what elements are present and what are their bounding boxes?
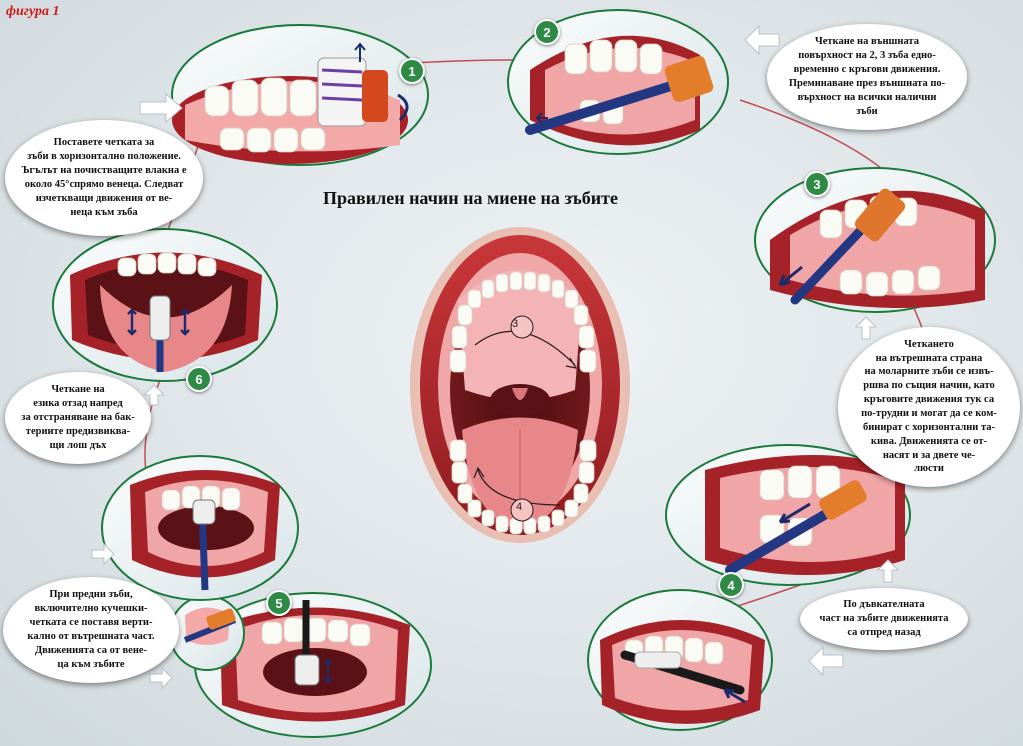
caption-line: бинират с хоризонтални та-: [862, 421, 995, 433]
step4-caption: По дъвкателната част на зъбите движеният…: [800, 588, 968, 650]
caption-line: за отстраняване на бак-: [21, 412, 135, 424]
step5b-illustration: [101, 455, 299, 601]
step1-illustration: [171, 24, 429, 166]
step-badge-6: 6: [186, 366, 212, 392]
step3-illustration: [754, 167, 996, 313]
caption-line: териите предизвиква-: [25, 425, 131, 437]
caption-line: кално от вътрешната част.: [27, 631, 155, 642]
caption-line: включително кучешки-: [34, 603, 148, 615]
caption-line: Движенията са от вене-: [34, 644, 148, 656]
caption-line: четката се поставя верти-: [29, 617, 153, 629]
caption-line: изчеткващи движения от ве-: [35, 192, 173, 204]
arrow-step5a: [91, 542, 115, 566]
caption-line: около 45°спрямо венеца. Следват: [24, 179, 184, 190]
step-badge-1: 1: [399, 58, 425, 84]
caption-line: на моларните зъби се извъ-: [864, 366, 994, 378]
caption-line: кръговите движения тук са: [863, 394, 995, 406]
caption-line: временно с кръгови движения.: [793, 64, 941, 76]
caption-line: ца към зъбите: [57, 658, 125, 670]
step3-caption: Четкането на вътрешната страна на моларн…: [838, 327, 1020, 487]
step4b-illustration: [587, 589, 773, 731]
caption-line: люсти: [914, 463, 944, 475]
caption-line: Четкане на външната: [815, 36, 919, 48]
arrow-step2: [744, 24, 780, 56]
caption-line: насят и за двете че-: [882, 449, 976, 461]
figure-label: фигура 1: [6, 4, 60, 19]
step-badge-3: 3: [804, 171, 830, 197]
step6-illustration: [52, 228, 278, 382]
caption-line: са отпред назад: [847, 626, 921, 638]
step5-caption: При предни зъби, включително кучешки- че…: [3, 577, 179, 683]
caption-line: на вътрешната страна: [875, 352, 983, 364]
caption-line: по-трудни и могат да се ком-: [861, 408, 997, 419]
caption-line: повърхност на 2, 3 зъба едно-: [798, 50, 936, 62]
arrow-step4b: [808, 645, 844, 677]
caption-line: Четкането: [904, 338, 954, 350]
central-mouth: [410, 227, 630, 543]
caption-line: щи лош дъх: [49, 439, 107, 451]
arrow-step5b: [149, 666, 173, 690]
caption-line: езика отзад напред: [33, 398, 123, 410]
step-badge-2: 2: [534, 19, 560, 45]
step2-illustration: [507, 9, 729, 155]
arrow-step1: [139, 92, 183, 124]
arrow-step3: [854, 316, 878, 340]
step-badge-4: 4: [718, 572, 744, 598]
caption-line: Преминаване през външната по-: [788, 78, 946, 89]
caption-line: Ъгълът на почистващите влакна е: [21, 165, 187, 177]
pointer-arrows: [91, 24, 900, 690]
arrow-step4: [876, 559, 900, 583]
caption-line: При предни зъби,: [49, 589, 133, 601]
poster-title: Правилен начин на миене на зъбите: [323, 188, 618, 208]
caption-line: част на зъбите движенията: [819, 613, 949, 625]
caption-line: върхност на всички налични: [797, 91, 937, 103]
caption-line: ршва по същия начин, като: [863, 380, 995, 392]
step-badge-5: 5: [266, 590, 292, 616]
step4-illustration: [665, 444, 911, 586]
step1-caption: Поставете четката за зъби в хоризонтално…: [5, 120, 203, 236]
arrow-step6: [142, 384, 166, 406]
caption-line: зъби в хоризонтално положение.: [27, 151, 181, 163]
center-label-3: 3: [512, 318, 519, 330]
caption-line: Четкане на: [51, 384, 105, 396]
center-label-4: 4: [516, 501, 523, 513]
caption-line: По дъвкателната: [843, 599, 925, 611]
caption-line: зъби: [856, 105, 878, 117]
caption-line: кива. Движенията се от-: [870, 435, 988, 447]
step2-caption: Четкане на външната повърхност на 2, 3 з…: [767, 24, 967, 130]
step5-illustration: [169, 592, 432, 738]
caption-line: Поставете четката за: [53, 137, 155, 149]
step6-caption: Четкане на езика отзад напред за отстран…: [5, 372, 151, 464]
caption-line: неца към зъба: [70, 206, 138, 218]
